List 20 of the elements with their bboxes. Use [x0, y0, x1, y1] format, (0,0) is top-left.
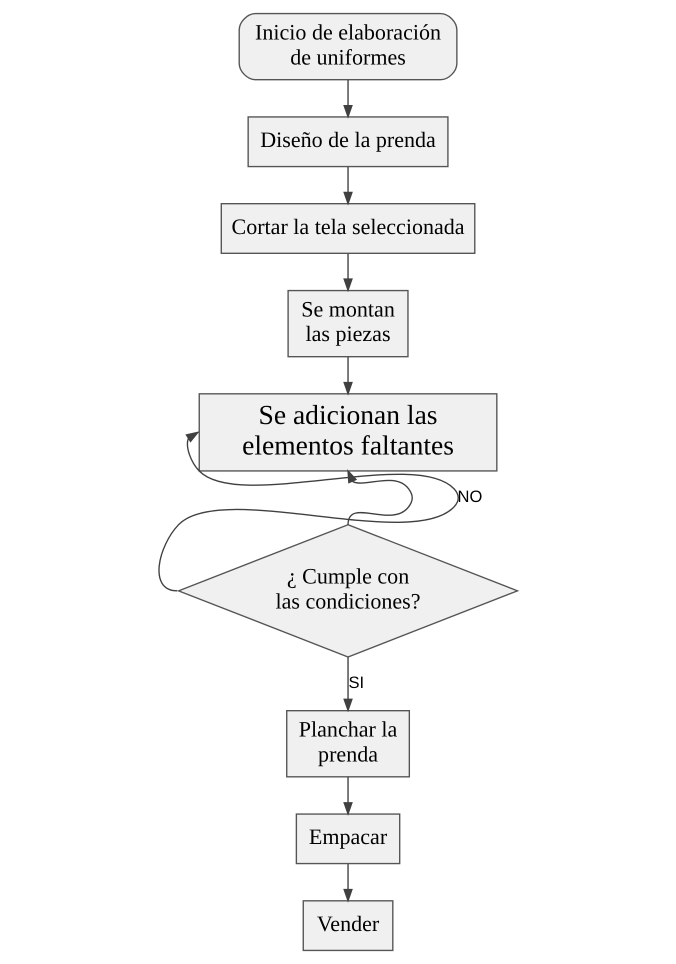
node-box: Cortar la tela seleccionada: [220, 203, 476, 254]
edge-label: SI: [348, 673, 364, 692]
arrow: [343, 776, 353, 816]
arrow: [343, 356, 353, 396]
edge-label: NO: [458, 487, 482, 506]
node-box: Planchar la prenda: [286, 710, 410, 778]
arrow: [343, 864, 353, 903]
arrow: [343, 80, 353, 119]
node-box: Se montan las piezas: [287, 290, 409, 358]
arrow: [343, 657, 353, 712]
arrow: [343, 254, 353, 292]
node-box: Empacar: [296, 813, 400, 864]
arrow: [343, 166, 353, 206]
node-box: Se adicionan las elementos faltantes: [198, 393, 498, 472]
node-box: Diseño de la prenda: [247, 116, 449, 168]
arrow: [158, 431, 459, 592]
node-box: Vender: [302, 900, 394, 952]
arrow: [347, 469, 413, 525]
node-diamond: ¿ Cumple con las condiciones?: [176, 524, 520, 658]
node-box: Inicio de elaboración de uniformes: [238, 12, 458, 80]
